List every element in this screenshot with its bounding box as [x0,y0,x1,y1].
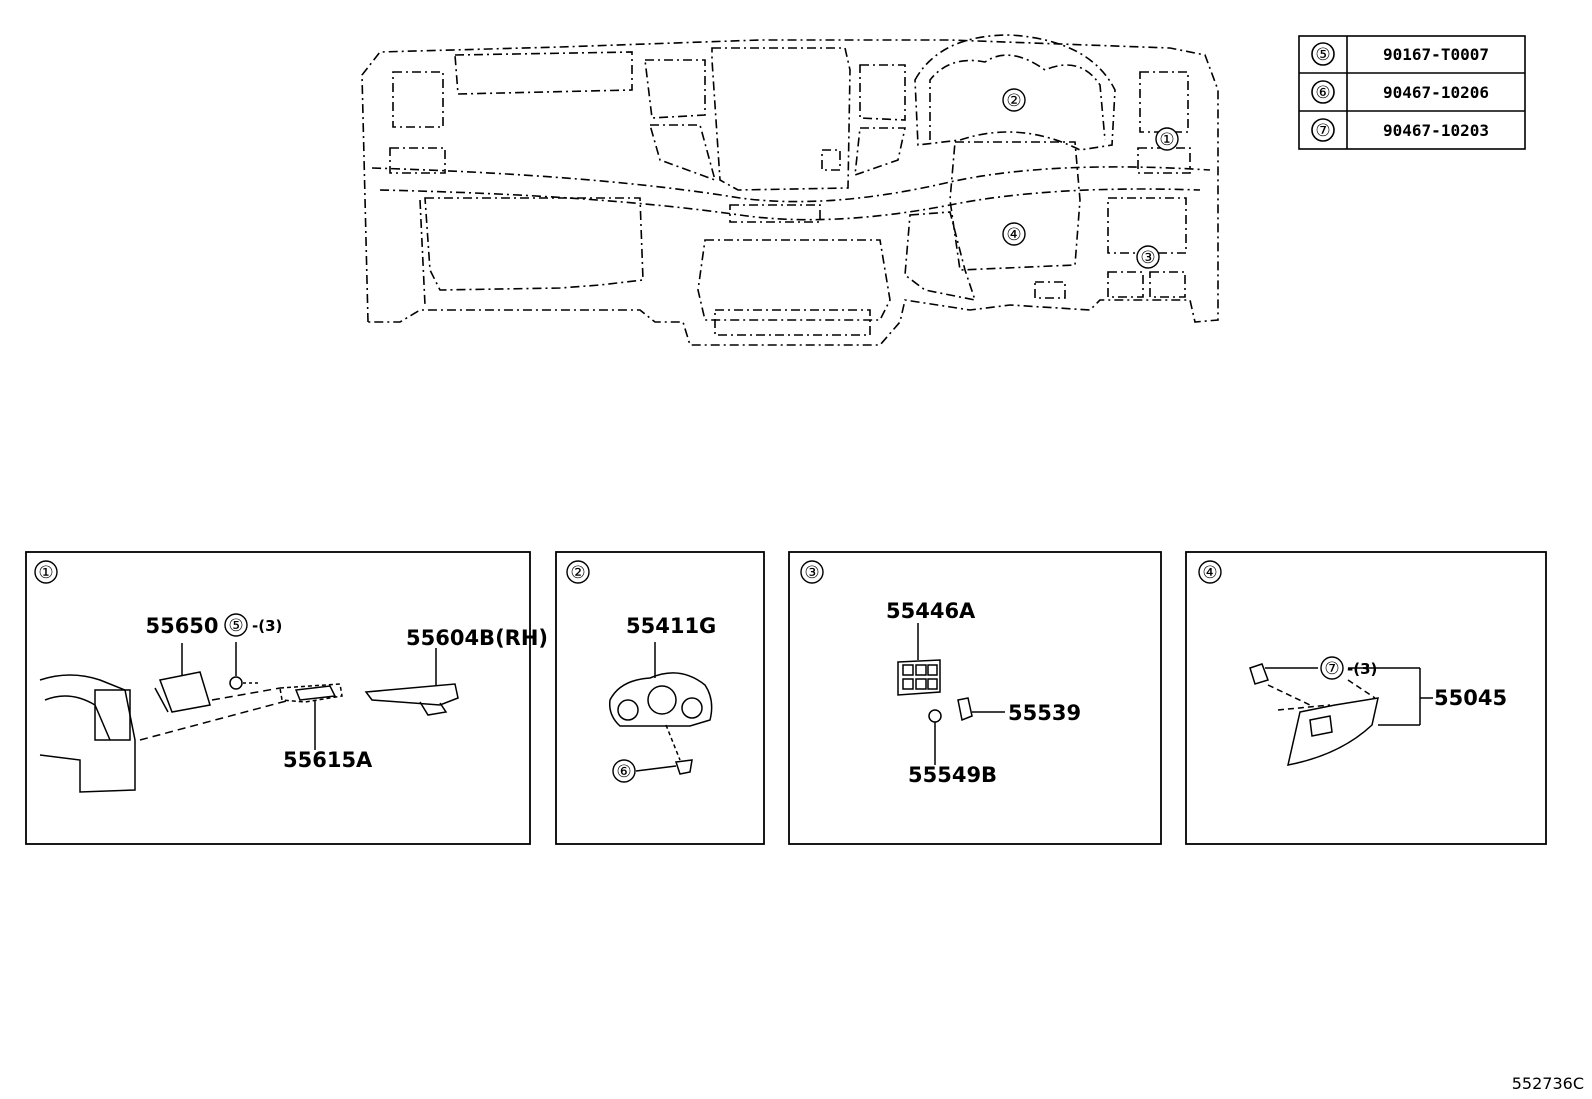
panel-1-number: ① [38,563,53,583]
fastener-row-2-part: 90467-10206 [1383,83,1489,102]
overview-callout-4: ④ [1006,225,1021,245]
panel-2-drawing [608,642,713,775]
panel-1-fastener-circle [224,613,248,637]
part-label-55549B: 55549B [908,763,997,787]
fastener-row-3-part: 90467-10203 [1383,121,1489,140]
panel-4-number: ④ [1202,563,1217,583]
panel-3-drawing [897,623,1005,765]
overview-callout-2: ② [1006,91,1021,111]
dashboard-overview [361,34,1219,346]
panel-1-drawing [39,642,459,793]
fastener-row-1-number: ⑤ [1315,45,1330,65]
panel-4-fastener-circle [1320,656,1344,680]
overview-callout-3: ③ [1140,248,1155,268]
fastener-row-2-number: ⑥ [1315,83,1330,103]
part-label-55446A: 55446A [886,599,976,623]
panel-2-fastener-circle [612,759,636,783]
part-label-55650: 55650 [145,614,218,638]
part-label-55411G: 55411G [626,614,716,638]
diagram-reference-code: 552736C [1511,1074,1584,1093]
part-label-55539: 55539 [1008,701,1081,725]
panel-2-fastener-number: ⑥ [616,762,631,782]
overview-callout-1: ① [1159,130,1174,150]
fastener-table [1298,35,1526,150]
panel-1-fastener-number: ⑤ [228,616,243,636]
panel-number-circles [34,560,1222,584]
panel-4-fastener-number: ⑦ [1324,659,1339,679]
detail-panel-frames [25,551,1547,845]
panel-2-number: ② [570,563,585,583]
part-label-55045: 55045 [1434,686,1507,710]
panel-4-drawing [1249,663,1433,766]
fastener-row-1-part: 90167-T0007 [1383,45,1489,64]
panel-4-fastener-qty: -(3) [1347,660,1377,678]
part-label-55604B: 55604B(RH) [406,626,548,650]
panel-1-fastener-qty: -(3) [252,617,282,635]
part-label-55615A: 55615A [283,748,373,772]
overview-callout-circles [1002,88,1179,269]
fastener-row-3-number: ⑦ [1315,121,1330,141]
panel-3-number: ③ [804,563,819,583]
